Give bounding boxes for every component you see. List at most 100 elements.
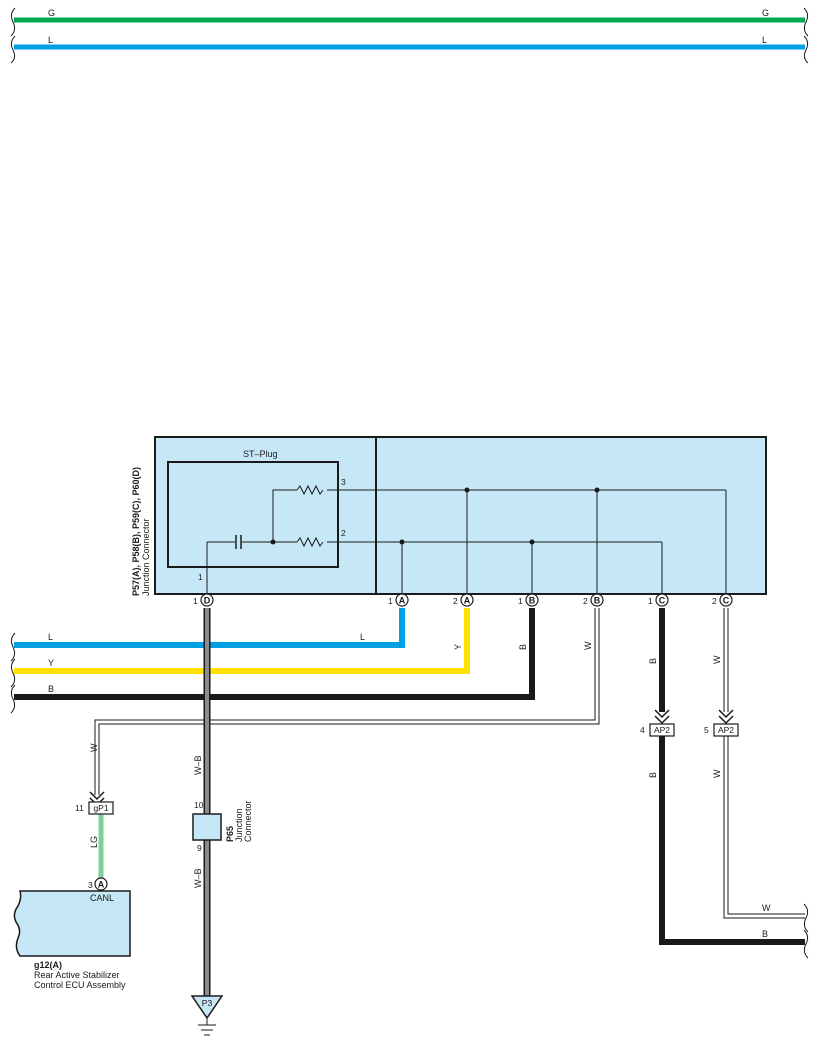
wire-label-w-vert: W <box>583 641 593 650</box>
wire-l-right-label: L <box>762 35 767 45</box>
wire-label-left-b: B <box>48 684 54 694</box>
p65-box <box>192 813 222 841</box>
wire-label-c1-b: B <box>648 658 658 664</box>
break-mark-left <box>10 632 16 662</box>
pin-number: 1 <box>648 596 653 606</box>
wire-label-c2-w: W <box>712 655 722 664</box>
ecu-body <box>13 890 131 957</box>
pin-letter: C <box>659 596 666 606</box>
node <box>464 487 470 493</box>
wire-l-left <box>14 608 405 648</box>
wire-label-w-left: W <box>89 743 99 752</box>
junction-connector-desc: Junction Connector <box>141 518 151 596</box>
st-plug-label: ST–Plug <box>243 449 278 459</box>
pin-number: 1 <box>388 596 393 606</box>
connector-gp1: gP1 11 <box>75 791 114 815</box>
ecu-pin-letter: A <box>98 880 105 890</box>
pin-b2: 2 B <box>583 593 604 607</box>
pin-b1: 1 B <box>518 593 539 607</box>
ground-p3: P3 <box>190 995 224 1036</box>
wire-label-y-vert: Y <box>453 644 463 650</box>
wire-label-l-right: L <box>360 632 365 642</box>
pin-a2: 2 A <box>453 593 474 607</box>
break-mark-top-right <box>803 7 809 37</box>
double-chevron-icon <box>718 709 734 725</box>
pin-number: 1 <box>193 596 198 606</box>
pin-letter: C <box>723 596 730 606</box>
node <box>270 539 276 545</box>
junction-box <box>154 436 767 595</box>
ground-triangle <box>190 995 224 1020</box>
node <box>594 487 600 493</box>
p65-line1: Junction <box>234 808 244 842</box>
pin-c1: 1 C <box>648 593 669 607</box>
connector-name: gP1 <box>93 803 108 813</box>
wire-label-right-b: B <box>762 929 768 939</box>
break-mark-left <box>10 684 16 714</box>
top-wire-g: G G <box>14 8 805 23</box>
ecu-code: g12(A) <box>34 960 62 970</box>
pin-letter: A <box>399 596 406 606</box>
pin-letter: D <box>204 596 211 606</box>
connector-pin: 11 <box>75 803 84 813</box>
break-mark-top-left-2 <box>10 35 16 64</box>
pin-d1: 1 D <box>193 593 214 607</box>
connector-name: AP2 <box>718 725 734 735</box>
wire-label-right-w: W <box>762 903 771 913</box>
ecu-rear-active-stabilizer: 3 A CANL g12(A) Rear Active Stabilizer C… <box>13 877 131 990</box>
junction-connector-p65: 10 9 P65 Junction Connector <box>192 800 253 853</box>
wire-w-right-inner <box>724 736 805 918</box>
p65-code: P65 <box>225 826 235 842</box>
wire-b-right <box>659 736 805 945</box>
p65-pin-bottom: 9 <box>197 843 202 853</box>
node <box>399 539 405 545</box>
pin-a1: 1 A <box>388 593 409 607</box>
ecu-name-line2: Control ECU Assembly <box>34 980 126 990</box>
connector-ap2-4: AP2 4 <box>640 709 675 737</box>
wire-label-b-vert: B <box>518 644 528 650</box>
double-chevron-icon <box>654 709 670 725</box>
ground-name: P3 <box>202 998 213 1008</box>
junction-connector-codes: P57(A), P58(B), P59(C), P60(D) <box>131 467 141 596</box>
internal-pin-1: 1 <box>198 572 203 582</box>
st-plug-box <box>167 461 339 568</box>
pin-letter: A <box>464 596 471 606</box>
st-plug-circuit <box>206 484 727 593</box>
wire-label-ap2-w: W <box>712 769 722 778</box>
wire-y-left <box>14 608 470 674</box>
junction-connector: ST–Plug 3 2 1 <box>131 436 767 596</box>
internal-pin-3: 3 <box>341 477 346 487</box>
top-wire-l: L L <box>14 35 805 50</box>
wire-w-to-gp1 <box>94 608 600 795</box>
break-mark-right <box>803 903 809 933</box>
connector-pin: 5 <box>704 725 709 735</box>
wire-g-left-label: G <box>48 8 55 18</box>
pin-number: 1 <box>518 596 523 606</box>
pin-letter: B <box>594 596 601 606</box>
connector-name: AP2 <box>654 725 670 735</box>
wire-l-left-label: L <box>48 35 53 45</box>
pin-number: 2 <box>453 596 458 606</box>
connector-pin: 4 <box>640 725 645 735</box>
break-mark-right <box>803 929 809 959</box>
wire-g-right-label: G <box>762 8 769 18</box>
ecu-signal: CANL <box>90 893 114 903</box>
wire-label-lg: LG <box>89 836 99 848</box>
p65-pin-top: 10 <box>194 800 204 810</box>
p65-line2: Connector <box>243 800 253 842</box>
wire-b-left <box>14 608 535 700</box>
break-mark-top-left <box>10 7 16 37</box>
break-mark-left <box>10 658 16 688</box>
connector-ap2-5: AP2 5 <box>704 709 739 737</box>
pin-number: 2 <box>583 596 588 606</box>
pin-c2: 2 C <box>712 593 733 607</box>
wire-w-to-gp1-inner <box>95 608 599 795</box>
wire-label-left-l: L <box>48 632 53 642</box>
wire-label-wb-upper: W–B <box>193 755 203 775</box>
wire-label-wb-lower: W–B <box>193 868 203 888</box>
node <box>529 539 535 545</box>
internal-pin-2: 2 <box>341 528 346 538</box>
ecu-pin-number: 3 <box>88 880 93 890</box>
pin-number: 2 <box>712 596 717 606</box>
